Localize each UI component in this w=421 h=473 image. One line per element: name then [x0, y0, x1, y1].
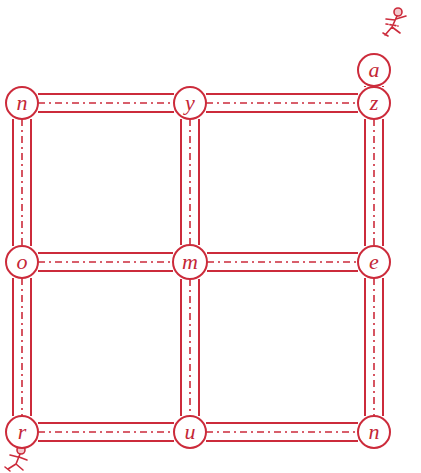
junction-circle: m: [172, 244, 208, 280]
road-stroke: [21, 278, 23, 416]
road-stroke: [364, 119, 384, 246]
road-connector: [207, 262, 358, 263]
road-connector: [206, 432, 358, 433]
junction-circle: o: [5, 245, 39, 279]
road-stroke: [206, 424, 358, 440]
road-stroke: [12, 119, 32, 246]
junction-letter: n: [369, 421, 380, 443]
walker-bottom: [5, 446, 27, 471]
junction-letter: u: [185, 421, 196, 443]
junction-circle: n: [357, 415, 391, 449]
road-connector: [190, 119, 191, 245]
road-connector: [38, 103, 174, 104]
road-stroke: [366, 119, 382, 246]
junction-letter: m: [182, 251, 198, 273]
junction-letter: r: [18, 421, 27, 443]
junction-circle: n: [5, 86, 39, 120]
junction-letter: e: [369, 251, 379, 273]
road-stroke: [38, 102, 174, 104]
road-connector: [190, 279, 191, 416]
junction-letter: z: [370, 92, 379, 114]
road-stroke: [206, 93, 358, 113]
walker-top: [383, 8, 406, 36]
road-stroke: [206, 102, 358, 104]
junction-circle: y: [173, 86, 207, 120]
road-stroke: [38, 422, 174, 442]
road-stroke: [38, 254, 173, 270]
road-stroke: [207, 254, 358, 270]
road-stroke: [38, 424, 174, 440]
road-stroke: [182, 119, 198, 245]
road-stroke: [189, 279, 191, 416]
road-stroke: [38, 93, 174, 113]
road-stroke: [14, 119, 30, 246]
road-connector: [206, 103, 358, 104]
road-stroke: [206, 422, 358, 442]
road-stroke: [207, 252, 358, 272]
road-connector: [22, 278, 23, 416]
road-stroke: [373, 278, 375, 416]
junction-circle: z: [357, 86, 391, 120]
junction-circle: u: [173, 415, 207, 449]
junction-circle: e: [357, 245, 391, 279]
road-stroke: [180, 119, 200, 245]
road-stroke: [182, 279, 198, 416]
junction-letter: a: [369, 59, 380, 81]
junction-letter: n: [17, 92, 28, 114]
road-stroke: [21, 119, 23, 246]
road-connector: [374, 119, 375, 246]
junction-circle: r: [5, 415, 39, 449]
road-stroke: [12, 278, 32, 416]
junction-letter: o: [17, 251, 28, 273]
road-stroke: [366, 278, 382, 416]
road-stroke: [206, 431, 358, 433]
road-stroke: [373, 119, 375, 246]
road-stroke: [206, 95, 358, 111]
road-stroke: [38, 252, 173, 272]
road-stroke: [38, 431, 174, 433]
junction-circle: a: [357, 53, 391, 87]
road-connector: [38, 262, 173, 263]
road-stroke: [38, 95, 174, 111]
road-connector: [38, 432, 174, 433]
junction-letter: y: [185, 92, 195, 114]
road-stroke: [38, 261, 173, 263]
road-stroke: [189, 119, 191, 245]
road-stroke: [14, 278, 30, 416]
road-connector: [374, 278, 375, 416]
road-stroke: [364, 278, 384, 416]
road-stroke: [207, 261, 358, 263]
road-connector: [22, 119, 23, 246]
road-stroke: [180, 279, 200, 416]
